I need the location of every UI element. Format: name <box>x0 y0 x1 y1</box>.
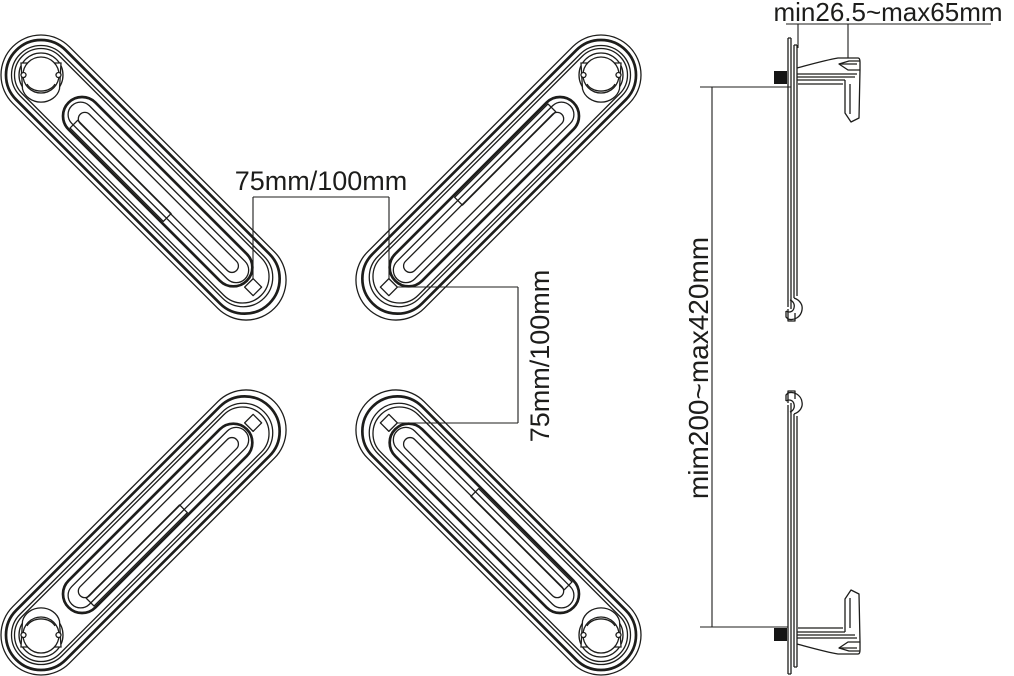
dimension-hole-spacing-horizontal: 75mm/100mm <box>235 166 408 279</box>
spacer-knob-top-left <box>20 56 62 103</box>
dimension-mount-height: mim200~max420mm <box>683 86 791 628</box>
dimension-hole-spacing-vertical: 75mm/100mm <box>397 270 555 443</box>
spacer-knob-bottom-left <box>20 607 62 654</box>
side-profile-top <box>773 37 861 322</box>
front-view: 75mm/100mm 75mm/100mm <box>0 17 659 676</box>
dimension-label-vertical: 75mm/100mm <box>525 270 555 443</box>
dimension-label-depth: min26.5~max65mm <box>773 0 1002 27</box>
dimension-clamp-depth: min26.5~max65mm <box>773 0 1003 58</box>
side-profile-bottom <box>773 390 861 675</box>
dimension-label-height: mim200~max420mm <box>683 237 714 499</box>
side-view: min26.5~max65mm mim200~max420mm <box>683 0 1003 675</box>
spacer-knob-top-right <box>580 56 622 103</box>
dimension-label-horizontal: 75mm/100mm <box>235 166 408 196</box>
spacer-knob-bottom-right <box>580 607 622 654</box>
